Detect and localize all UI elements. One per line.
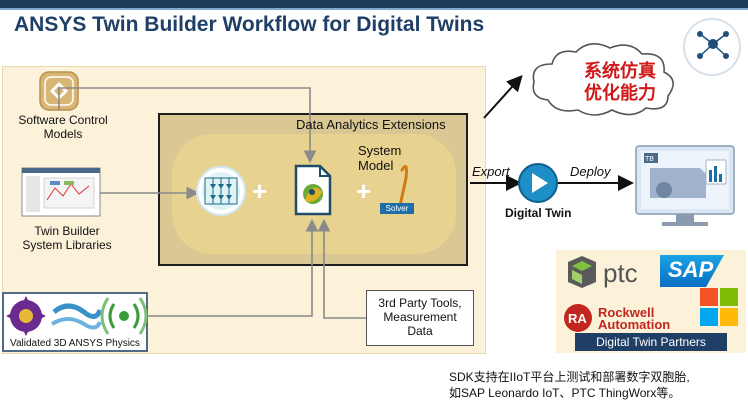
cloud-line-2: 优化能力 (584, 83, 656, 103)
slide-title: ANSYS Twin Builder Workflow for Digital … (14, 13, 485, 36)
rockwell-logo-icon: RA (564, 304, 592, 332)
export-label: Export (472, 164, 510, 179)
software-control-models-label: Software Control Models (18, 113, 108, 141)
tb-badge: TB (645, 156, 654, 163)
footnote-line-1: SDK支持在IIoT平台上测试和部署数字双胞胎, (449, 370, 690, 384)
cloud-shape (532, 43, 674, 116)
footnote-line-2: 如SAP Leonardo IoT、PTC ThingWorx等。 (449, 386, 681, 400)
ptc-logo-icon (568, 256, 596, 288)
top-banner-accent (0, 8, 748, 10)
rockwell-text-line-2: Automation (598, 317, 671, 332)
deploy-label: Deploy (570, 164, 611, 179)
plus-sign-2: + (356, 176, 371, 206)
system-model-label: System Model (358, 143, 402, 173)
plus-sign: + (252, 176, 267, 206)
digital-twin-label: Digital Twin (505, 206, 572, 220)
network-badge (683, 18, 741, 76)
solver-label: Solver (385, 204, 409, 213)
physics-gear-icon (6, 296, 46, 336)
third-party-tools-box (366, 290, 474, 346)
solver-icon (380, 164, 414, 214)
physics-em-icon (100, 297, 148, 335)
ra-badge: RA (568, 311, 587, 326)
system-libraries-screenshot (21, 167, 101, 217)
top-banner (0, 0, 748, 8)
system-libraries-label: Twin Builder System Libraries (22, 224, 112, 252)
circuit-model-icon (196, 166, 246, 216)
deploy-monitor-icon: TB (635, 145, 735, 226)
cloud-text: 系统仿真 优化能力 (545, 60, 695, 104)
physics-wave-icon (50, 303, 103, 330)
reduced-order-model-icon (294, 164, 332, 216)
validated-physics-label: Validated 3D ANSYS Physics (10, 338, 140, 349)
sap-logo-text: SAP (668, 257, 714, 282)
rockwell-text-line-1: Rockwell (598, 305, 655, 320)
data-analytics-extensions-label: Data Analytics Extensions (296, 117, 446, 132)
ptc-logo-text: ptc (603, 258, 638, 288)
digital-twin-partners-label: Digital Twin Partners (575, 333, 727, 351)
third-party-tools-label: 3rd Party Tools, Measurement Data (378, 296, 462, 338)
digital-twin-icon (518, 163, 558, 203)
cloud-line-1: 系统仿真 (584, 61, 656, 81)
windows-logo-icon (700, 288, 738, 326)
